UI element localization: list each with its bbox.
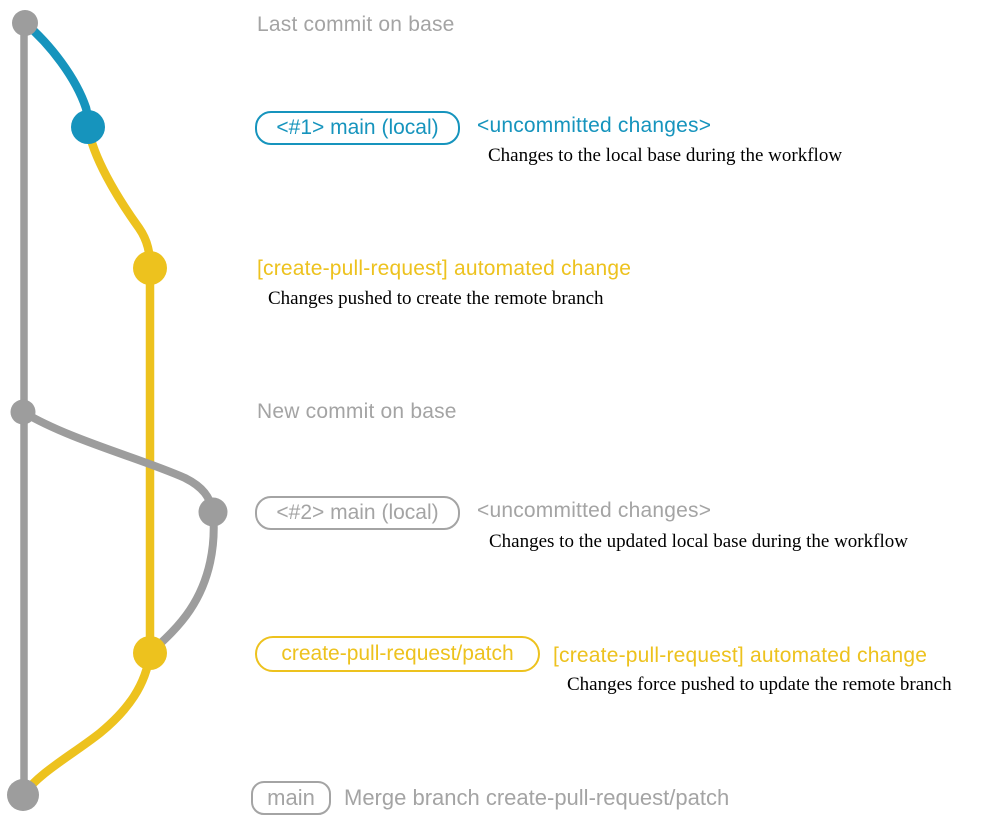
commit-dot-last-base	[12, 10, 38, 36]
branch-pill-create-pull-request-patch: create-pull-request/patch	[255, 636, 540, 672]
local-changes-branch-line-1	[20, 18, 93, 132]
branch-pill-main-local-2: <#2> main (local)	[255, 496, 460, 530]
desc-push-create-remote-branch: Changes pushed to create the remote bran…	[268, 288, 604, 309]
caption-new-commit-on-base: New commit on base	[257, 400, 457, 423]
local-to-patch-curve	[146, 508, 218, 657]
branch-pill-main: main	[251, 781, 331, 815]
commit-dot-local-2	[198, 497, 228, 527]
commit-dot-patch-2	[133, 636, 167, 670]
commit-dot-merge	[7, 779, 39, 811]
desc-force-push-update-remote-branch: Changes force pushed to update the remot…	[567, 674, 952, 695]
branch-pill-main-local-1: <#1> main (local)	[255, 111, 460, 145]
patch-branch-curve-top	[83, 122, 155, 273]
patch-merge-curve	[18, 648, 155, 800]
desc-local-base-changes-1: Changes to the local base during the wor…	[488, 145, 843, 166]
commit-dot-local-1	[71, 110, 105, 144]
label-merge-branch-message: Merge branch create-pull-request/patch	[344, 785, 730, 810]
commit-dot-new-base	[10, 399, 36, 425]
local-changes-branch-line-2	[19, 408, 217, 516]
caption-last-commit-on-base: Last commit on base	[257, 13, 455, 36]
label-automated-change-2: [create-pull-request] automated change	[553, 644, 928, 667]
label-uncommitted-changes-1: <uncommitted changes>	[477, 114, 712, 137]
label-uncommitted-changes-2: <uncommitted changes>	[477, 499, 712, 522]
label-automated-change-1: [create-pull-request] automated change	[257, 257, 632, 280]
commit-dot-patch-1	[133, 251, 167, 285]
desc-local-base-changes-2: Changes to the updated local base during…	[489, 531, 908, 552]
